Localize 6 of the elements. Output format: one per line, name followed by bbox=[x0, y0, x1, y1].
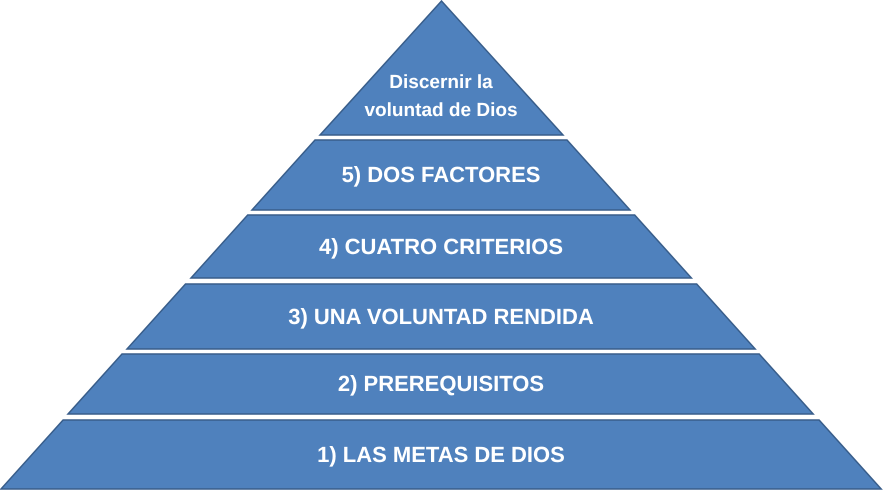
tier-label: Discernir la voluntad de Dios bbox=[363, 71, 519, 123]
tier-label: 3) UNA VOLUNTAD RENDIDA bbox=[287, 304, 595, 330]
tier-label: 1) LAS METAS DE DIOS bbox=[316, 442, 566, 468]
tier-label: 2) PREREQUISITOS bbox=[336, 371, 546, 397]
tier-label: 4) CUATRO CRITERIOS bbox=[318, 234, 564, 260]
tier-label: 5) DOS FACTORES bbox=[340, 162, 542, 188]
